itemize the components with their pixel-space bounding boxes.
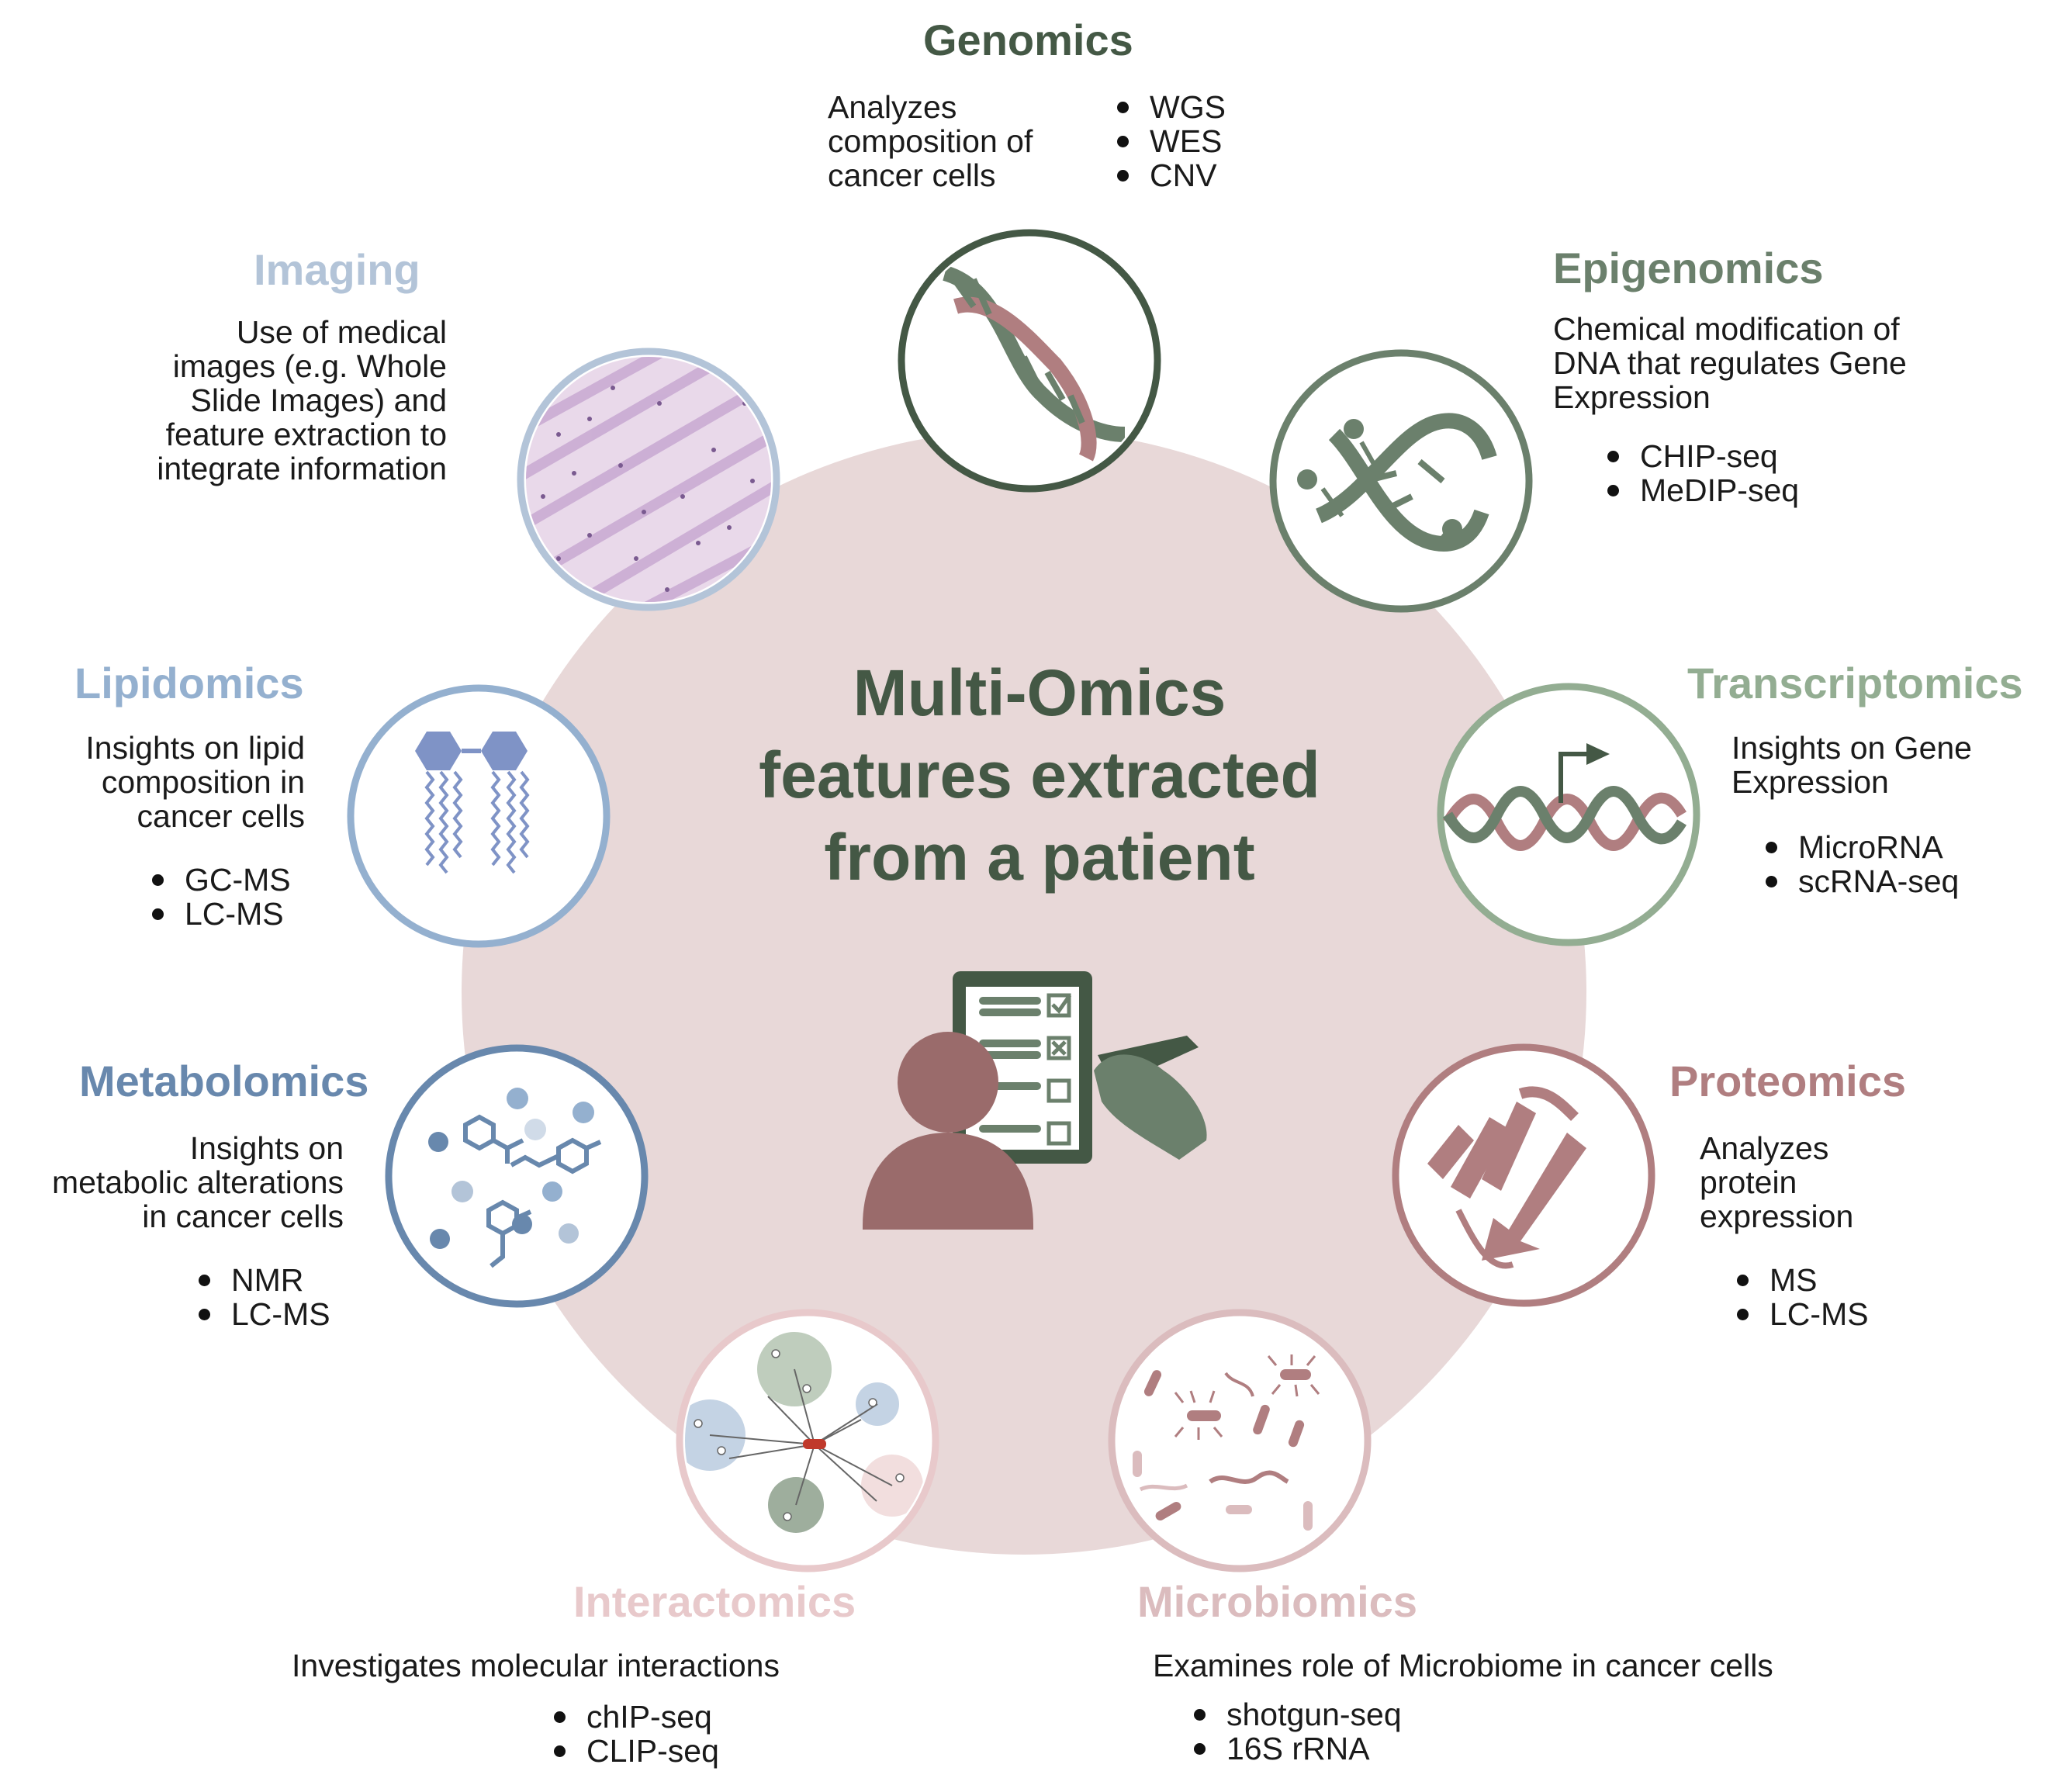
description-line: images (e.g. Whole (172, 348, 447, 384)
histology-slide-icon (526, 357, 771, 602)
microbiomics-description: Examines role of Microbiome in cancer ce… (1153, 1648, 1773, 1683)
proteomics-title: Proteomics (1669, 1057, 1906, 1105)
microbiomics-bullets: shotgun-seq 16S rRNA (1189, 1697, 1402, 1766)
description-line: Expression (1731, 764, 1889, 800)
bullet-item: GC-MS (147, 863, 291, 897)
metabolomics-description: Insights on metabolic alterations in can… (16, 1131, 344, 1233)
lipidomics-title: Lipidomics (74, 659, 304, 707)
genomics-title: Genomics (923, 16, 1133, 64)
description-line: feature extraction to (165, 417, 447, 452)
bullet-item: CHIP-seq (1603, 439, 1799, 473)
description-line: Use of medical (236, 314, 447, 350)
imaging-circle (517, 348, 780, 611)
bullet-item: WGS (1112, 90, 1226, 124)
proteomics-circle (1392, 1043, 1655, 1307)
lipid-chains-icon (415, 732, 530, 874)
bullet-item: NMR (194, 1263, 330, 1297)
center-title-line: Multi-Omics (853, 656, 1226, 729)
dna-helix-icon (942, 265, 1126, 462)
bullet-item: CLIP-seq (549, 1734, 719, 1768)
imaging-description: Use of medical images (e.g. Whole Slide … (93, 315, 447, 486)
metabolomics-circle (385, 1044, 649, 1308)
transcriptomics-title: Transcriptomics (1687, 659, 2023, 707)
description-line: cancer cells (137, 798, 305, 834)
metabolomics-title: Metabolomics (79, 1057, 369, 1105)
proteomics-description: Analyzes protein expression (1700, 1131, 1853, 1233)
bacteria-icon (1133, 1354, 1320, 1531)
transcriptomics-description: Insights on Gene Expression (1731, 731, 1972, 799)
description-line: protein (1700, 1164, 1797, 1200)
description-line: metabolic alterations (51, 1164, 344, 1200)
lipidomics-bullets: GC-MS LC-MS (147, 863, 291, 931)
interactomics-description: Investigates molecular interactions (292, 1648, 780, 1683)
epigenomics-description: Chemical modification of DNA that regula… (1553, 312, 1907, 414)
genomics-circle (898, 229, 1161, 493)
description-line: Slide Images) and (190, 382, 447, 418)
epigenomics-title: Epigenomics (1553, 244, 1824, 292)
center-title-line: features extracted (759, 739, 1320, 811)
proteomics-bullets: MS LC-MS (1732, 1263, 1869, 1331)
description-line: Expression (1553, 379, 1711, 415)
methylated-dna-icon (1297, 413, 1497, 552)
bullet-item: CNV (1112, 158, 1226, 192)
description-line: composition of (828, 123, 1033, 159)
description-line: composition in (101, 764, 305, 800)
metabolite-molecules-icon (428, 1088, 602, 1268)
genomics-description: Analyzes composition of cancer cells (828, 90, 1033, 192)
microbiomics-title: Microbiomics (1137, 1577, 1417, 1626)
microbiomics-circle (1108, 1309, 1372, 1572)
transcription-icon (1442, 743, 1687, 851)
bullet-item: MS (1732, 1263, 1869, 1297)
epigenomics-circle (1269, 349, 1533, 613)
transcriptomics-circle (1437, 683, 1700, 946)
lipidomics-circle (347, 684, 611, 948)
interactomics-bullets: chIP-seq CLIP-seq (549, 1700, 719, 1768)
description-line: Insights on Gene (1731, 730, 1972, 766)
interactomics-title: Interactomics (573, 1577, 856, 1626)
protein-structure-icon (1427, 1086, 1586, 1269)
center-title-line: from a patient (824, 821, 1255, 894)
description-line: Insights on (189, 1130, 344, 1166)
description-line: cancer cells (828, 157, 996, 193)
description-line: DNA that regulates Gene (1553, 345, 1907, 381)
genomics-bullets: WGS WES CNV (1112, 90, 1226, 192)
description-line: Analyzes (1700, 1130, 1829, 1166)
interactomics-circle (676, 1309, 939, 1572)
bullet-item: MeDIP-seq (1603, 473, 1799, 507)
description-line: Investigates molecular interactions (292, 1648, 780, 1683)
description-line: expression (1700, 1199, 1854, 1234)
description-line: Examines role of Microbiome in cancer ce… (1153, 1648, 1773, 1683)
bullet-item: 16S rRNA (1189, 1731, 1402, 1766)
description-line: Insights on lipid (85, 730, 305, 766)
bullet-item: shotgun-seq (1189, 1697, 1402, 1731)
bullet-item: LC-MS (1732, 1297, 1869, 1331)
description-line: Analyzes (828, 89, 957, 125)
imaging-title: Imaging (254, 245, 420, 294)
bullet-item: scRNA-seq (1761, 864, 1959, 898)
bullet-item: chIP-seq (549, 1700, 719, 1734)
bullet-item: LC-MS (147, 897, 291, 931)
epigenomics-bullets: CHIP-seq MeDIP-seq (1603, 439, 1799, 507)
transcriptomics-bullets: MicroRNA scRNA-seq (1761, 830, 1959, 898)
description-line: Chemical modification of (1553, 311, 1900, 347)
metabolomics-bullets: NMR LC-MS (194, 1263, 330, 1331)
bullet-item: LC-MS (194, 1297, 330, 1331)
description-line: integrate information (157, 451, 447, 486)
bullet-item: WES (1112, 124, 1226, 158)
description-line: in cancer cells (142, 1199, 344, 1234)
bullet-item: MicroRNA (1761, 830, 1959, 864)
center-title: Multi-Omics features extracted from a pa… (698, 652, 1381, 898)
lipidomics-description: Insights on lipid composition in cancer … (47, 731, 305, 833)
interaction-network-icon (685, 1332, 923, 1533)
patient-clipboard-icon (863, 971, 1207, 1230)
